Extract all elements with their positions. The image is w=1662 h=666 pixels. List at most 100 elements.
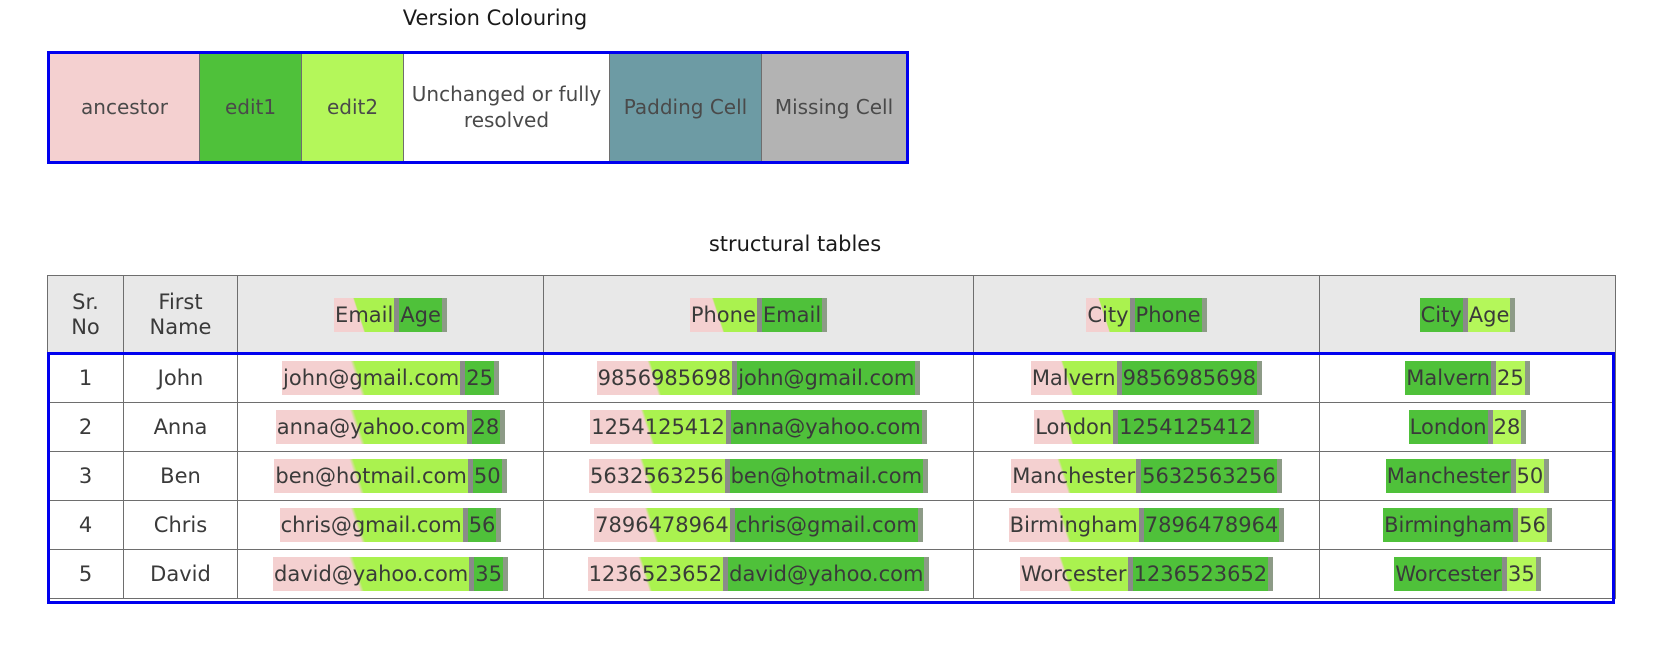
token-lime: 28 xyxy=(1492,410,1522,444)
token-green: ben@hotmail.com xyxy=(729,459,924,493)
token-diag: john@gmail.com xyxy=(282,361,461,395)
token-diag: 5632563256 xyxy=(588,459,725,493)
token-green: London xyxy=(1408,410,1488,444)
legend-cell-padding-cell: Padding Cell xyxy=(610,54,762,161)
token-green: 56 xyxy=(467,508,497,542)
token-green: 1254125412 xyxy=(1118,410,1254,444)
legend-cell-unchanged-or-fully-resolved: Unchanged or fully resolved xyxy=(404,54,610,161)
token-separator xyxy=(732,361,738,395)
token-separator xyxy=(723,557,729,591)
token-lime: 50 xyxy=(1515,459,1545,493)
cell-first-name[interactable]: John xyxy=(123,353,238,403)
cell-sr-no[interactable]: 4 xyxy=(47,500,124,550)
column-header-sr-no[interactable]: Sr.No xyxy=(47,275,124,354)
legend-cell-label: Missing Cell xyxy=(774,94,894,119)
token-separator xyxy=(1546,508,1552,542)
cell-first-name[interactable]: David xyxy=(123,549,238,599)
token-separator xyxy=(729,508,735,542)
cell-first-name[interactable]: Anna xyxy=(123,402,238,452)
token-separator xyxy=(469,557,475,591)
token-green: 35 xyxy=(474,557,503,591)
token-lime: Age xyxy=(1467,297,1511,332)
token-separator xyxy=(756,297,762,332)
token-separator xyxy=(917,508,923,542)
token-lime: 56 xyxy=(1518,508,1547,542)
cell-first-name[interactable]: Chris xyxy=(123,500,238,550)
token-separator xyxy=(1279,508,1285,542)
token-separator xyxy=(822,297,828,332)
cell-sr-no[interactable]: 2 xyxy=(47,402,124,452)
token-separator xyxy=(1513,508,1519,542)
token-green: Birmingham xyxy=(1383,508,1514,542)
token-separator xyxy=(493,361,499,395)
token-diag: ben@hotmail.com xyxy=(274,459,468,493)
token-separator xyxy=(924,557,930,591)
token-separator xyxy=(1268,557,1274,591)
token-green: Phone xyxy=(1134,297,1202,332)
token-green: anna@yahoo.com xyxy=(730,410,922,444)
token-diag: chris@gmail.com xyxy=(279,508,463,542)
cell-sr-no[interactable]: 3 xyxy=(47,451,124,501)
token-diag: City xyxy=(1086,297,1130,332)
token-separator xyxy=(502,557,508,591)
token-separator xyxy=(500,410,506,444)
token-separator xyxy=(724,459,730,493)
token-green: City xyxy=(1419,297,1463,332)
token-diag: 9856985698 xyxy=(596,361,733,395)
token-diag: 1236523652 xyxy=(587,557,724,591)
legend-cell-ancestor: ancestor xyxy=(50,54,200,161)
cell-sr-no[interactable]: 1 xyxy=(47,353,124,403)
token-diag: david@yahoo.com xyxy=(273,557,470,591)
token-separator xyxy=(1502,557,1507,591)
token-green: Worcester xyxy=(1394,557,1502,591)
cell-sr-no[interactable]: 5 xyxy=(47,549,124,599)
token-separator xyxy=(441,297,447,332)
legend-cell-edit2: edit2 xyxy=(302,54,404,161)
legend-cell-label: Padding Cell xyxy=(623,94,748,119)
cell-first-name[interactable]: Ben xyxy=(123,451,238,501)
